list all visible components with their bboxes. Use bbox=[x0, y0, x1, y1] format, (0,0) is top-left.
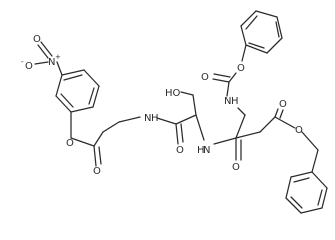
bond bbox=[213, 137, 237, 145]
bond bbox=[274, 116, 296, 129]
bond bbox=[235, 114, 246, 139]
bond bbox=[180, 123, 184, 143]
bond bbox=[285, 176, 292, 199]
bond bbox=[212, 78, 230, 83]
atom-o-gly-carbonyl: O bbox=[93, 166, 101, 177]
charge-plus: + bbox=[55, 53, 61, 61]
atom-o-ether: O bbox=[66, 138, 74, 149]
bond bbox=[237, 107, 246, 116]
atom-o-ester-carbonyl: O bbox=[279, 99, 287, 110]
charge-minus: - bbox=[21, 58, 24, 66]
bond bbox=[55, 74, 63, 97]
bond bbox=[266, 37, 283, 54]
bond bbox=[311, 149, 319, 173]
bond bbox=[56, 61, 63, 76]
bond bbox=[300, 207, 323, 214]
bond bbox=[37, 44, 49, 59]
bond bbox=[285, 197, 302, 214]
bond bbox=[93, 131, 104, 147]
bond bbox=[274, 108, 279, 118]
bond bbox=[228, 72, 237, 83]
bond bbox=[226, 81, 230, 97]
bond bbox=[293, 177, 310, 183]
bond bbox=[92, 85, 100, 108]
bond bbox=[301, 131, 319, 151]
bond bbox=[245, 15, 258, 30]
bond bbox=[60, 93, 74, 108]
molecule-structure: O N + O - O O N H HO O N H O N H O O O O bbox=[21, 10, 328, 214]
bond bbox=[240, 25, 247, 46]
bond bbox=[98, 146, 102, 165]
bond bbox=[275, 21, 280, 38]
bond bbox=[245, 44, 268, 54]
atom-labels: O N + O - O O N H HO O N H O N H O O O O bbox=[21, 34, 303, 177]
atom-o-cbz-ether: O bbox=[237, 63, 245, 74]
atom-h-gly: H bbox=[151, 113, 159, 124]
bond bbox=[180, 91, 194, 96]
bond bbox=[70, 106, 94, 113]
bond bbox=[255, 10, 278, 18]
atom-o-ser-carbonyl: O bbox=[176, 145, 184, 156]
bond bbox=[156, 117, 177, 125]
atom-o-ester-ether: O bbox=[295, 125, 303, 136]
bond bbox=[175, 123, 179, 145]
bond bbox=[321, 187, 328, 209]
atom-o-cbz-carbonyl: O bbox=[201, 72, 209, 83]
bond bbox=[40, 41, 53, 57]
bond bbox=[88, 87, 95, 105]
bond bbox=[279, 109, 284, 119]
bond bbox=[240, 10, 257, 27]
atom-o-nitro-1: O bbox=[33, 34, 41, 45]
bond bbox=[70, 137, 95, 147]
bonds bbox=[34, 10, 328, 214]
atom-n-gly: N bbox=[144, 113, 151, 124]
bond bbox=[83, 69, 100, 87]
bond bbox=[235, 131, 261, 139]
bond bbox=[248, 42, 265, 49]
atom-hydroxyl: HO bbox=[165, 88, 181, 99]
bond bbox=[175, 114, 197, 125]
bond bbox=[55, 95, 72, 113]
bond bbox=[213, 73, 231, 78]
bond bbox=[311, 171, 328, 189]
bond bbox=[290, 196, 303, 209]
bond bbox=[102, 121, 120, 133]
atom-o-nitro-2: O bbox=[25, 61, 33, 72]
bond bbox=[317, 189, 323, 206]
bond bbox=[34, 61, 49, 65]
bond bbox=[290, 171, 313, 178]
bond bbox=[195, 114, 205, 141]
bond bbox=[118, 116, 141, 123]
bond bbox=[276, 16, 283, 39]
bond bbox=[61, 69, 85, 76]
atom-h-cbz: H bbox=[231, 96, 239, 107]
atom-n-cbz: N bbox=[224, 96, 231, 107]
atom-n-nitro: N bbox=[48, 57, 55, 68]
atom-h-ser: H bbox=[197, 145, 205, 156]
atom-o-asp-amide: O bbox=[232, 162, 240, 173]
bond bbox=[241, 44, 247, 62]
bond bbox=[259, 116, 276, 133]
bond bbox=[93, 145, 97, 167]
atom-n-ser: N bbox=[203, 145, 210, 156]
bond bbox=[63, 74, 83, 81]
bond bbox=[192, 94, 197, 116]
